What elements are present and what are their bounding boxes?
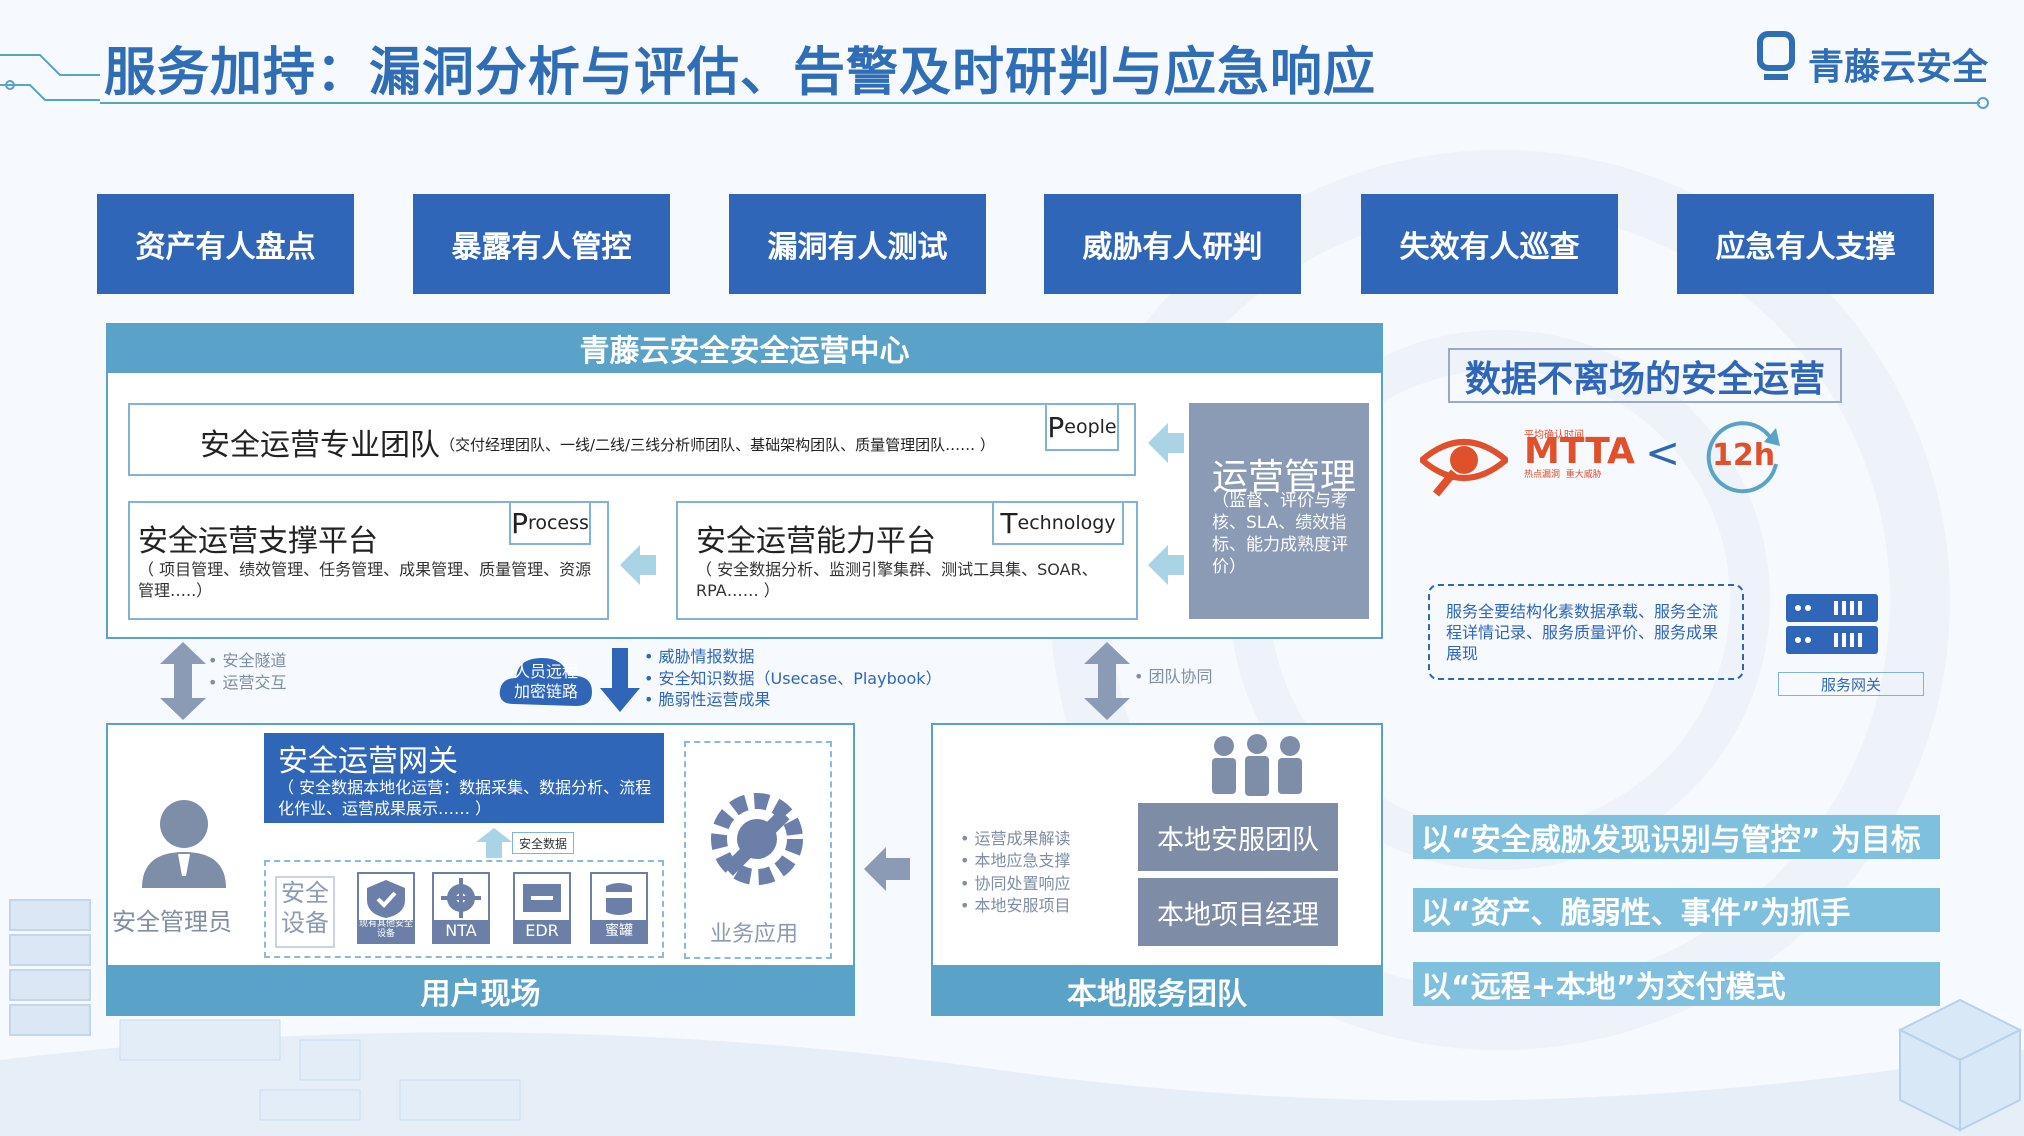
mtta-bottom: 热点漏洞 重大威胁 [1524, 470, 1602, 480]
local-team-footer: 本地服务团队 [931, 965, 1383, 1016]
soc-title: 青藤云安全安全运营中心 [106, 323, 1383, 373]
gear-wrench-icon [711, 793, 803, 885]
mtta-top: 平均确认时间 [1524, 430, 1584, 441]
team-box [128, 403, 1136, 476]
local-notes: • 运营成果解读 • 本地应急支撑 • 协同处置响应 • 本地安服项目 [960, 829, 1071, 916]
equipment-label: 安全设备 [275, 876, 335, 948]
local-sec-team-box: 本地安服团队 [1138, 803, 1338, 871]
right-heading: 数据不离场的安全运营 [1448, 348, 1842, 403]
gateway-detail: （ 安全数据本地化运营：数据采集、数据分析、流程化作业、运营成果展示…… ） [278, 778, 652, 818]
support-title: 安全运营支撑平台 [138, 524, 378, 559]
gateway-label-right: 服务网关 [1778, 672, 1924, 696]
page-title: 服务加持：漏洞分析与评估、告警及时研判与应急响应 [104, 43, 1377, 103]
dashed-info-text: 服务全要结构化素数据承载、服务全流程详情记录、服务质量评价、服务成果展现 [1446, 602, 1719, 663]
right-note: • 团队协同 [1134, 667, 1213, 686]
ops-panel [1189, 403, 1369, 619]
capability-detail: （ 安全数据分析、监测引擎集群、测试工具集、SOAR、RPA…… ） [696, 560, 1098, 600]
arrow-left-icon [620, 545, 656, 585]
eye-magnifier-icon [1420, 439, 1508, 497]
server-stack-decor [9, 899, 91, 1036]
double-arrow-icon [160, 642, 206, 720]
top-box-2: 暴露有人管控 [413, 194, 670, 294]
dashed-info-box [1428, 584, 1744, 680]
arrow-down-icon [600, 648, 640, 712]
top-box-4: 威胁有人研判 [1044, 194, 1301, 294]
slogan-2: 以“资产、脆弱性、事件”为抓手 [1413, 888, 1940, 932]
arrow-left-icon [1148, 423, 1184, 463]
capability-platform-box [676, 501, 1138, 620]
local-pm-box: 本地项目经理 [1138, 878, 1338, 946]
admin-label: 安全管理员 [112, 908, 232, 936]
arrow-left-icon [1148, 545, 1184, 585]
cloud-icon [499, 658, 592, 706]
cube-decor [1897, 998, 2023, 1132]
capability-title: 安全运营能力平台 [696, 524, 936, 559]
less-than: < [1645, 428, 1681, 477]
network-icon [441, 878, 481, 918]
security-data-label: 安全数据 [512, 832, 574, 854]
honeypot-icon [606, 883, 632, 915]
down-notes: • 威胁情报数据 • 安全知识数据（Usecase、Playbook） • 脆弱… [644, 647, 942, 710]
slogan-3: 以“远程+本地”为交付模式 [1413, 962, 1940, 1006]
gateway-box [264, 733, 664, 823]
mtta-label: MTTA [1524, 431, 1635, 472]
gateway-title: 安全运营网关 [278, 744, 458, 779]
arrow-left-icon [864, 847, 910, 891]
top-box-6: 应急有人支撑 [1677, 194, 1934, 294]
device-other: 现有其他安全设备 [357, 872, 415, 944]
user-site-footer: 用户现场 [106, 965, 855, 1016]
logo-text: 青藤云安全 [1808, 47, 1989, 88]
arrow-up-icon [476, 828, 512, 858]
app-label: 业务应用 [710, 922, 799, 947]
business-app-group [684, 741, 832, 959]
ops-detail: （监督、评价与考核、SLA、绩效指标、能力成熟度评价） [1212, 491, 1348, 578]
monitor-icon [523, 884, 561, 912]
device-honeypot: 蜜罐 [590, 872, 648, 944]
clock-icon [1706, 421, 1780, 494]
support-detail: （ 项目管理、绩效管理、任务管理、成果管理、质量管理、资源管理…..） [138, 560, 592, 600]
team-detail: （交付经理团队、一线/二线/三线分析师团队、基础架构团队、质量管理团队…… ） [440, 436, 995, 454]
cloud-label: 人员远程加密链路 [513, 662, 578, 701]
server-icon [1786, 594, 1878, 654]
double-arrow-icon [1084, 642, 1130, 720]
logo-icon [1756, 30, 1796, 88]
ops-title: 运营管理 [1212, 457, 1357, 498]
admin-user-icon [142, 800, 226, 888]
top-box-1: 资产有人盘点 [97, 194, 354, 294]
team-title: 安全运营专业团队 [200, 428, 440, 463]
shield-icon [367, 880, 405, 918]
top-box-5: 失效有人巡查 [1361, 194, 1618, 294]
slogan-1: 以“安全威胁发现识别与管控” 为目标 [1413, 815, 1940, 859]
devices-group [264, 860, 664, 958]
device-edr: EDR [513, 872, 571, 944]
device-nta: NTA [432, 872, 490, 944]
hours-label: 12h [1712, 438, 1776, 473]
team-people-icon [1212, 734, 1302, 796]
left-notes: • 安全隧道 • 运营交互 [208, 651, 287, 692]
top-box-3: 漏洞有人测试 [729, 194, 986, 294]
